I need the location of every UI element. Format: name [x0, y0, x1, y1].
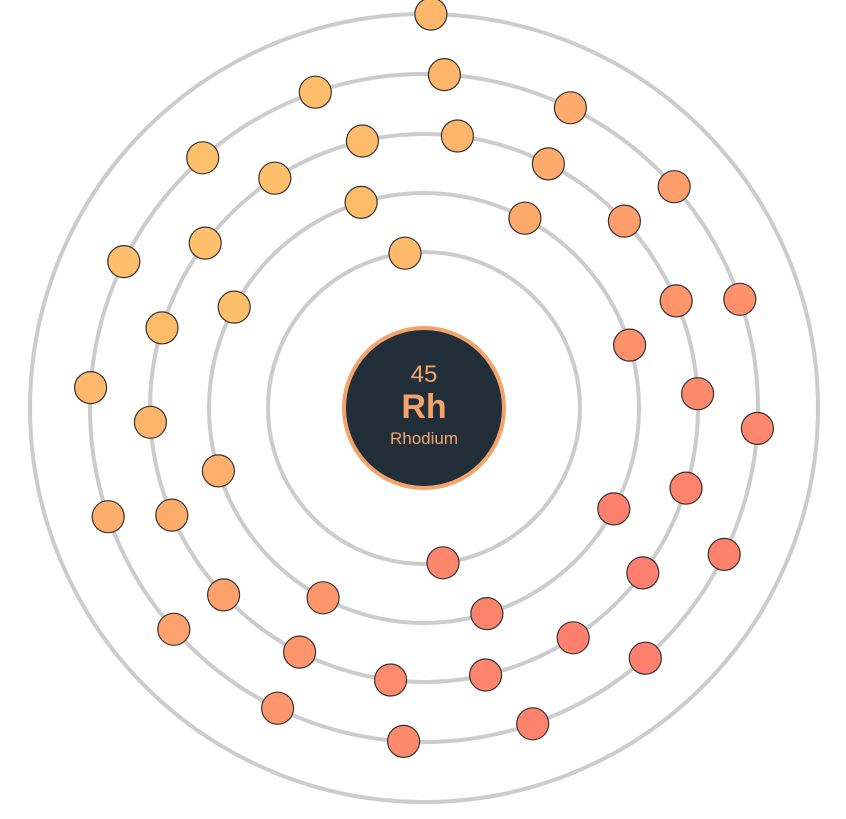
electron-shell-4: [657, 170, 691, 204]
electron-shell-3: [680, 377, 715, 411]
electron-shell-4: [186, 141, 220, 175]
electron-shell-4: [740, 411, 775, 445]
electron-shell-2: [217, 290, 251, 324]
electron-shell-2: [201, 454, 235, 488]
nucleus-circle: [342, 326, 506, 490]
shell-1-ring: [266, 250, 582, 566]
electron-shell-2: [508, 201, 542, 235]
electron-shell-3: [669, 471, 703, 505]
electron-shell-3: [283, 635, 317, 669]
electron-shell-4: [387, 724, 421, 759]
electron-shell-3: [145, 311, 179, 345]
shell-2-ring: [207, 191, 641, 625]
atomic-number: 45: [411, 361, 438, 388]
electron-shell-3: [469, 658, 503, 692]
electron-shell-4: [516, 707, 550, 741]
electron-shell-3: [374, 663, 408, 697]
electron-shell-2: [470, 596, 504, 631]
electron-shell-4: [157, 612, 191, 646]
electron-shell-3: [440, 119, 474, 153]
electron-shell-2: [306, 581, 340, 615]
electron-shell-3: [556, 621, 590, 655]
electron-shell-4: [298, 75, 332, 109]
element-name: Rhodium: [390, 429, 458, 448]
electron-layer: [73, 0, 775, 759]
electron-shell-4: [553, 91, 588, 125]
nucleus: 45 Rh Rhodium: [342, 326, 506, 490]
electron-shell-2: [344, 185, 378, 219]
electron-shell-3: [626, 556, 660, 590]
electron-shell-3: [345, 124, 379, 158]
electron-shell-3: [207, 578, 241, 612]
electron-shell-3: [188, 226, 222, 260]
electron-shell-4: [261, 691, 295, 725]
electron-shell-4: [723, 282, 757, 316]
electron-shell-1: [426, 546, 460, 580]
electron-shell-4: [707, 537, 741, 572]
electron-shell-3: [659, 284, 693, 318]
electron-shell-3: [607, 204, 642, 238]
electron-shell-1: [388, 236, 422, 270]
electron-shell-4: [427, 57, 461, 92]
shell-4-ring: [88, 72, 760, 744]
electron-shell-3: [258, 161, 292, 195]
electron-shell-3: [155, 498, 189, 532]
electron-shell-5: [414, 0, 448, 31]
element-symbol: Rh: [401, 388, 446, 426]
electron-shell-4: [107, 245, 141, 279]
electron-shell-3: [531, 147, 566, 181]
electron-shell-4: [73, 371, 108, 405]
electron-shell-4: [628, 641, 662, 675]
electron-shell-3: [133, 405, 167, 439]
electron-shell-2: [612, 328, 647, 362]
electron-shell-4: [91, 500, 125, 534]
electron-shell-2: [597, 492, 631, 526]
